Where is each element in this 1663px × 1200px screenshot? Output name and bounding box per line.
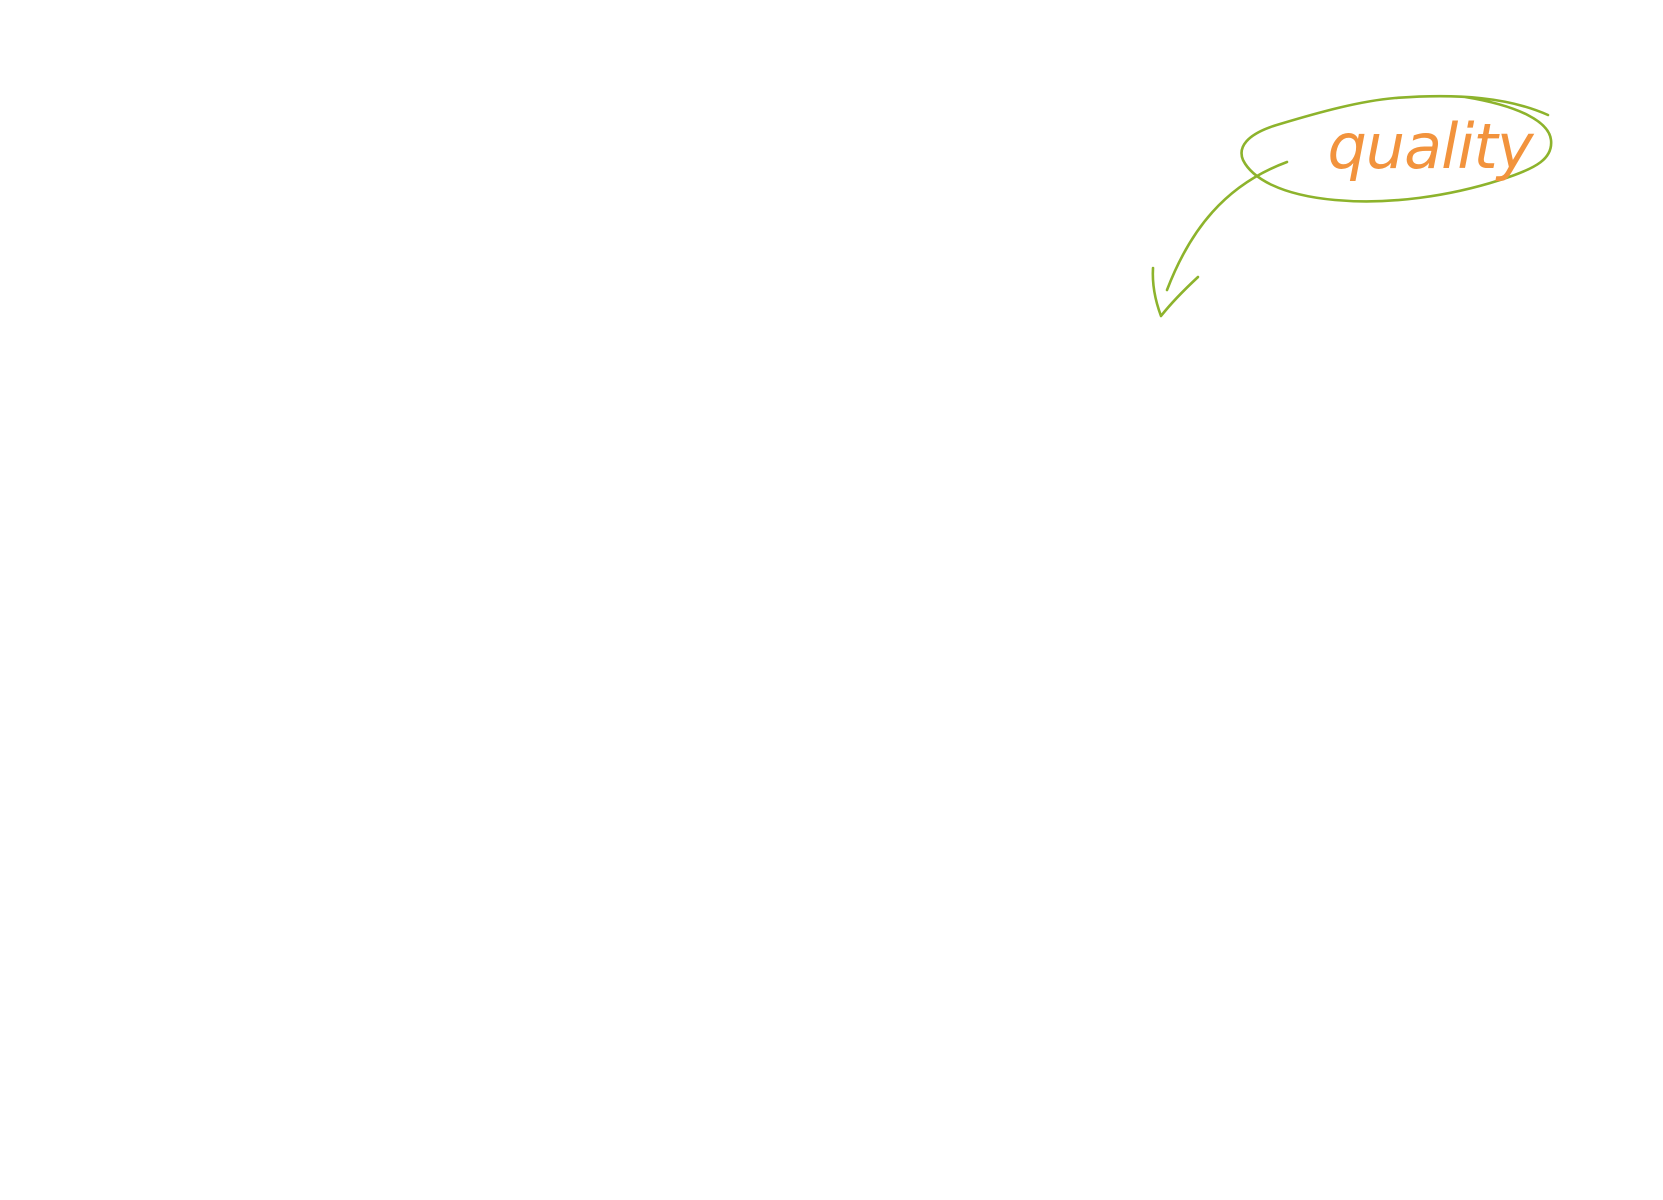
curved-arrow [1151,160,1289,318]
annotation-label: quality [1327,110,1534,183]
quality-annotation: quality [1240,94,1553,203]
annotation-ellipse [1240,94,1553,203]
arrow-shaft [1165,160,1289,292]
arrow-head [1151,266,1200,318]
